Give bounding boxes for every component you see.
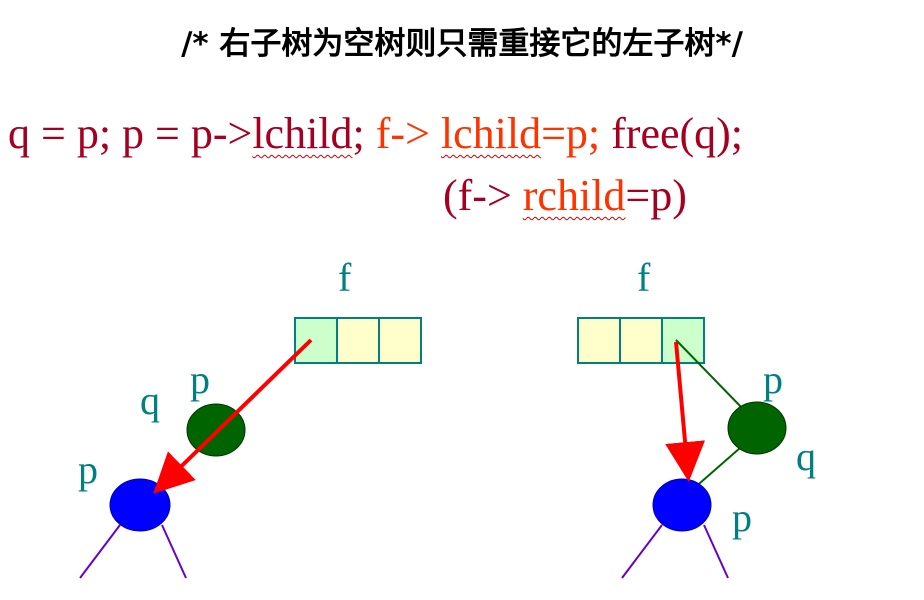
- left-red-arrow: [153, 338, 313, 494]
- code-line-1: q = p; p = p->lchild; f-> lchild=p; free…: [8, 112, 743, 156]
- right-p-lower-label: p: [732, 495, 752, 540]
- code-f-arrow: f->: [375, 109, 441, 158]
- code-rchild: rchild: [522, 171, 626, 220]
- left-f-cell-rchild: [378, 317, 422, 364]
- right-f-cell-data: [619, 317, 663, 364]
- left-p-right-branch: [161, 524, 187, 579]
- right-diagram: [577, 317, 787, 579]
- right-f-cell-lchild: [577, 317, 621, 364]
- code-free-q: free(q);: [600, 109, 744, 158]
- right-q-node: [727, 401, 787, 455]
- right-p-upper-label: p: [763, 357, 783, 402]
- right-p-node: [652, 478, 712, 532]
- left-f-cell-lchild: [294, 317, 338, 364]
- slide-title: /* 右子树为空树则只需重接它的左子树*/: [181, 26, 743, 62]
- right-f-label: f: [637, 255, 651, 300]
- code-semicolon: ;: [352, 109, 376, 158]
- code-eq-p: =p;: [541, 109, 601, 158]
- left-p-left-branch: [79, 524, 121, 579]
- left-q-label: q: [140, 378, 160, 423]
- code-line-2: (f-> rchild=p): [443, 174, 687, 218]
- left-p-upper-label: p: [190, 357, 210, 402]
- right-q-label: q: [796, 434, 816, 479]
- code-eq-p-close: =p): [625, 171, 687, 220]
- right-p-left-branch: [621, 524, 663, 579]
- code-open-f: (f->: [443, 171, 523, 220]
- right-f-cell-rchild: [661, 317, 705, 364]
- code-lchild-1: lchild: [252, 109, 353, 158]
- right-red-arrow: [665, 341, 706, 482]
- right-p-right-branch: [703, 524, 729, 579]
- right-q-to-p-link: [691, 447, 741, 491]
- left-diagram: [79, 317, 422, 579]
- left-p-lower-label: p: [78, 447, 98, 492]
- code-assign-q-p: q = p; p = p->: [8, 109, 253, 158]
- right-f-to-q-link: [675, 339, 745, 411]
- left-f-cell-data: [336, 317, 380, 364]
- left-f-label: f: [338, 255, 352, 300]
- code-lchild-2: lchild: [440, 109, 542, 158]
